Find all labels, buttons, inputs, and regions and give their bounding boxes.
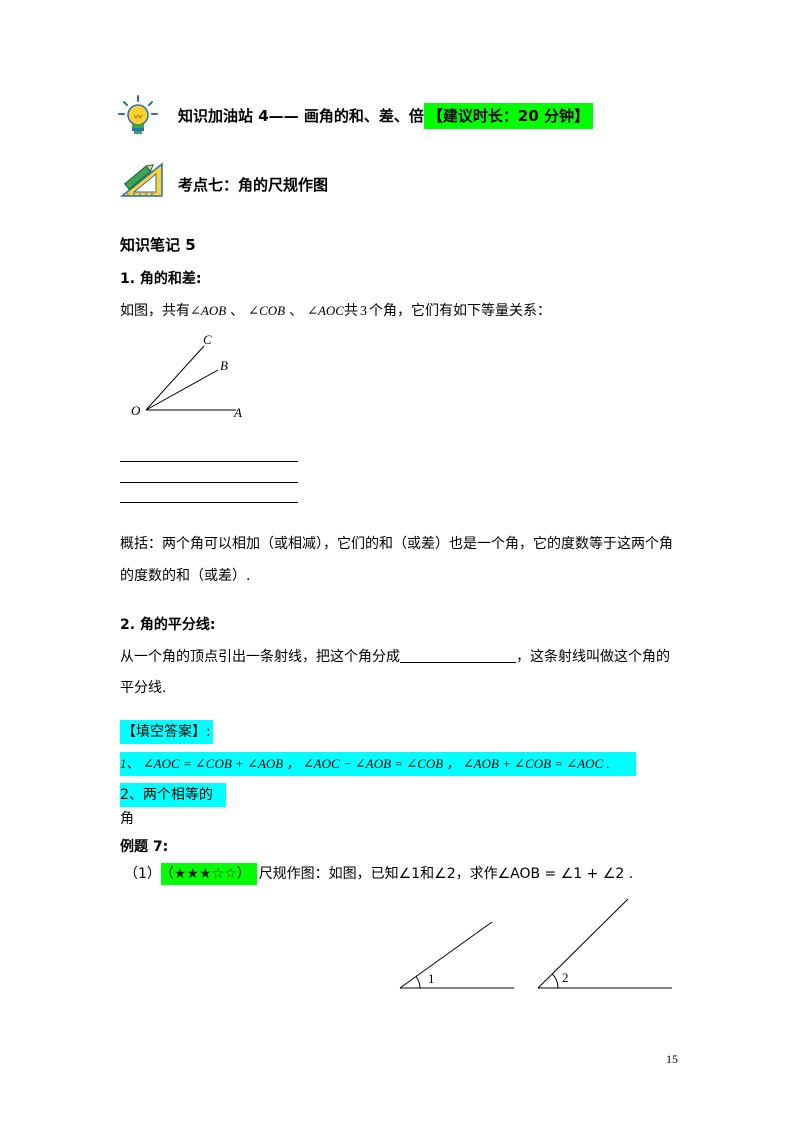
header-title: 知识加油站 4—— 画角的和、差、倍 [178, 107, 424, 125]
blank-line-3[interactable] [120, 502, 298, 503]
label-b: B [220, 358, 228, 373]
ray-ob [145, 369, 219, 411]
example-title: 例题 7: [120, 839, 169, 855]
summary-line-1: 概括：两个角可以相加（或相减），它们的和（或差）也是一个角，它的度数等于这两个角 [120, 536, 673, 552]
ruler-pencil-icon [119, 160, 164, 198]
section2-text-line2: 平分线. [120, 680, 167, 696]
label-a: A [234, 405, 242, 420]
answers-title: 【填空答案】: [120, 720, 213, 744]
label-c: C [203, 332, 212, 347]
notes-title: 知识笔记 5 [120, 236, 196, 254]
answer-line-2: 2、两个相等的角 [120, 783, 226, 827]
label-o: O [131, 403, 141, 418]
topic-title: 考点七：角的尺规作图 [178, 176, 329, 194]
difficulty-rating: （★★★☆☆） [160, 863, 257, 885]
angle-2-figure [534, 895, 676, 992]
ray-oc [145, 345, 205, 411]
angle-figure [126, 330, 256, 424]
lightbulb-icon [118, 94, 158, 138]
angle-2-label: 2 [562, 970, 569, 985]
section1-heading: 1. 角的和差: [120, 271, 202, 287]
page-number: 15 [666, 1052, 678, 1066]
knowledge-station-title: 知识加油站 4—— 画角的和、差、倍【建议时长：20 分钟】 [178, 103, 593, 129]
blank-line-1[interactable] [120, 461, 298, 462]
bisector-blank[interactable] [400, 648, 516, 663]
section2-text: 从一个角的顶点引出一条射线，把这个角分成，这条射线叫做这个角的 [120, 648, 670, 665]
question-number: （1） [124, 866, 161, 882]
angle-1-label: 1 [428, 971, 435, 986]
angle-cob: ∠COB [248, 303, 286, 318]
angle-aob: ∠AOB [190, 303, 227, 318]
summary-line-2: 的度数的和（或差）. [120, 568, 251, 584]
angle-1-figure [398, 918, 518, 992]
angle-aoc: ∠AOC [307, 303, 344, 318]
section2-heading: 2. 角的平分线: [120, 617, 216, 633]
question-text: 尺规作图：如图，已知∠1和∠2，求作∠AOB = ∠1 + ∠2 . [258, 866, 634, 882]
duration-highlight: 【建议时长：20 分钟】 [423, 103, 593, 129]
answer-line-1: 1、 ∠AOC = ∠COB + ∠AOB ， ∠AOC − ∠AOB = ∠C… [120, 752, 636, 776]
example-question: （1）（★★★☆☆）尺规作图：如图，已知∠1和∠2，求作∠AOB = ∠1 + … [124, 862, 633, 886]
blank-line-2[interactable] [120, 482, 298, 483]
